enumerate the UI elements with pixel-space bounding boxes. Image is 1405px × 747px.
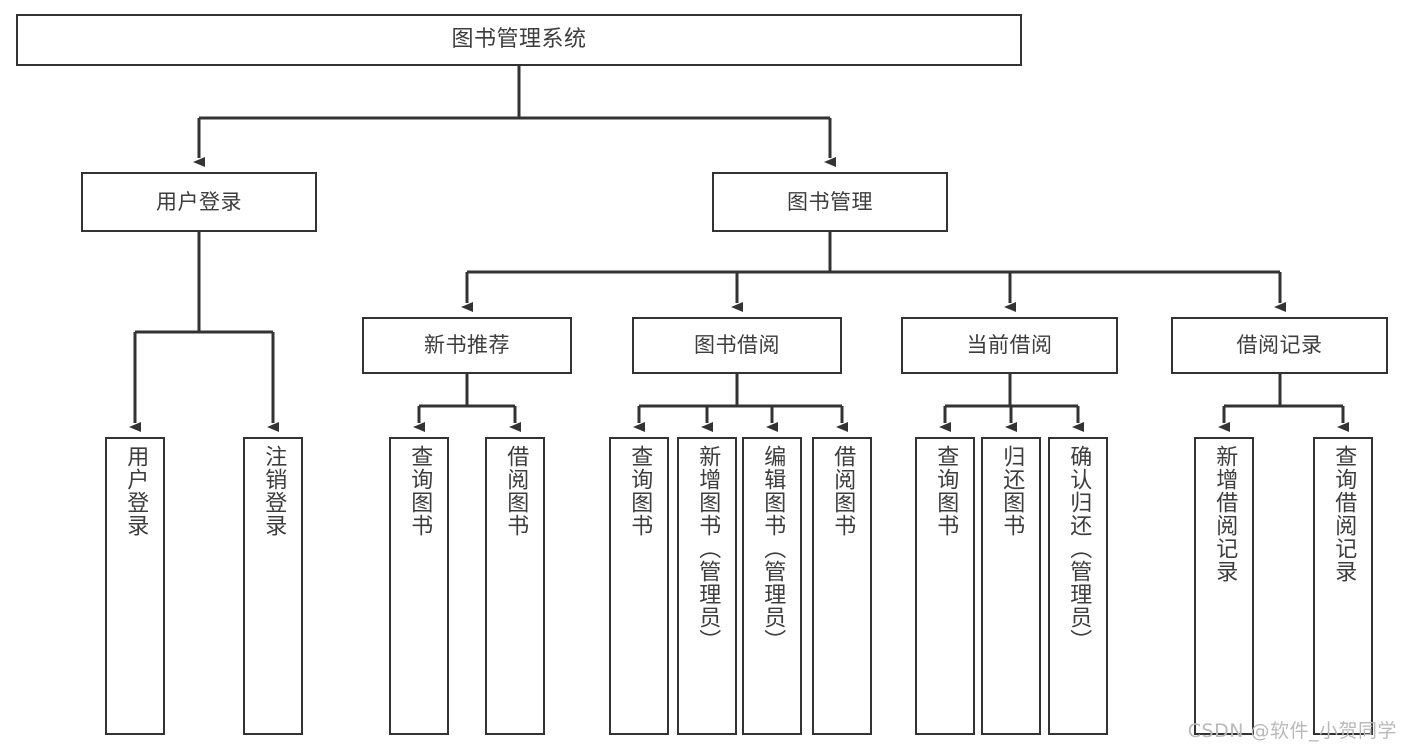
leaf-current-confirm-return-admin-label: 确认归还（管理员） [1066, 445, 1092, 652]
leaf-borrow-edit-book-admin[interactable]: 编辑图书（管理员） [742, 437, 802, 735]
leaf-current-return-book-label: 归还图书 [999, 445, 1025, 537]
node-current-borrow-label: 当前借阅 [966, 333, 1053, 358]
leaf-records-add-record[interactable]: 新增借阅记录 [1194, 437, 1254, 735]
leaf-current-confirm-return-admin[interactable]: 确认归还（管理员） [1048, 437, 1108, 735]
node-user-login-label: 用户登录 [156, 189, 242, 214]
node-borrow-records-label: 借阅记录 [1236, 333, 1323, 358]
leaf-records-add-record-label: 新增借阅记录 [1212, 445, 1238, 583]
node-user-login[interactable]: 用户登录 [81, 172, 317, 232]
leaf-recommend-borrow-book-label: 借阅图书 [503, 445, 529, 537]
node-new-book-recommend[interactable]: 新书推荐 [362, 317, 572, 374]
node-root-system-label: 图书管理系统 [451, 27, 587, 53]
leaf-user-login-login[interactable]: 用户登录 [105, 437, 165, 735]
node-book-borrow-label: 图书借阅 [694, 333, 780, 358]
node-book-management[interactable]: 图书管理 [712, 172, 948, 232]
leaf-current-query-book[interactable]: 查询图书 [915, 437, 975, 735]
node-borrow-records[interactable]: 借阅记录 [1171, 317, 1388, 374]
node-book-borrow[interactable]: 图书借阅 [632, 317, 842, 374]
leaf-borrow-add-book-admin-label: 新增图书（管理员） [695, 445, 721, 652]
node-new-book-recommend-label: 新书推荐 [424, 333, 510, 358]
node-current-borrow[interactable]: 当前借阅 [901, 317, 1118, 374]
node-root-system[interactable]: 图书管理系统 [16, 14, 1022, 66]
csdn-watermark: CSDN @软件_小贺同学 [1187, 720, 1397, 742]
leaf-current-return-book[interactable]: 归还图书 [981, 437, 1041, 735]
leaf-user-login-logout-label: 注销登录 [261, 445, 287, 537]
node-book-management-label: 图书管理 [787, 189, 873, 214]
leaf-borrow-query-book-label: 查询图书 [627, 445, 653, 537]
leaf-recommend-borrow-book[interactable]: 借阅图书 [485, 437, 545, 735]
leaf-recommend-query-book[interactable]: 查询图书 [389, 437, 449, 735]
leaf-user-login-login-label: 用户登录 [123, 445, 149, 537]
leaf-recommend-query-book-label: 查询图书 [407, 445, 433, 537]
leaf-user-login-logout[interactable]: 注销登录 [243, 437, 303, 735]
leaf-borrow-borrow-book[interactable]: 借阅图书 [812, 437, 872, 735]
leaf-records-query-record-label: 查询借阅记录 [1331, 445, 1357, 583]
leaf-borrow-add-book-admin[interactable]: 新增图书（管理员） [677, 437, 737, 735]
leaf-records-query-record[interactable]: 查询借阅记录 [1313, 437, 1373, 735]
leaf-borrow-edit-book-admin-label: 编辑图书（管理员） [760, 445, 786, 652]
leaf-borrow-borrow-book-label: 借阅图书 [830, 445, 856, 537]
leaf-current-query-book-label: 查询图书 [933, 445, 959, 537]
leaf-borrow-query-book[interactable]: 查询图书 [609, 437, 669, 735]
